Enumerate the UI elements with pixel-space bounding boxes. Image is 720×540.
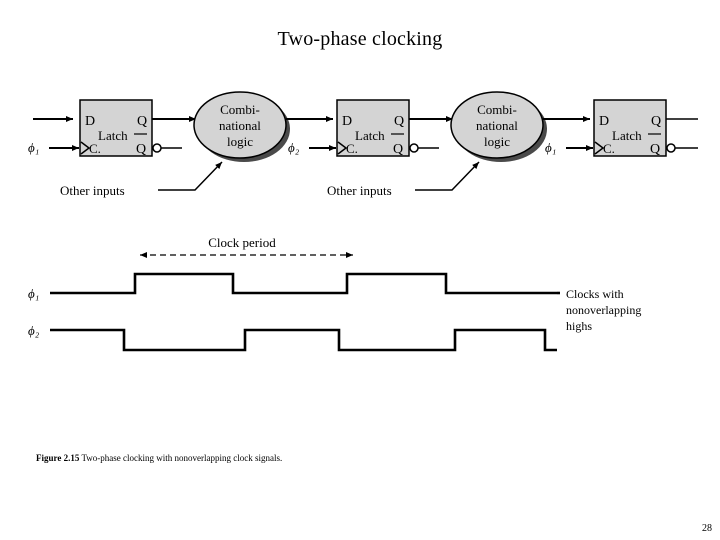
- combinational-logic-2-line3: logic: [484, 134, 510, 149]
- other-inputs-1-leader: [158, 161, 223, 191]
- latch-2-clock-label: C.: [346, 141, 358, 156]
- latch-1-body-label: Latch: [98, 128, 128, 143]
- waveform-phi2-trace: [50, 328, 557, 352]
- page-title: Two-phase clocking: [277, 28, 443, 50]
- latch-1-qbar-bubble: [152, 143, 162, 153]
- latch-2-qbar-label: Q: [393, 142, 403, 157]
- combinational-logic-2-body: [450, 91, 544, 159]
- other-inputs-2: Other inputs: [327, 161, 480, 198]
- waveform-phi2-label: ϕ₂: [28, 323, 40, 338]
- waveform-phi1-trace: [50, 272, 557, 295]
- figure-illustration: D Q Latch C. Q ϕ₁: [0, 80, 720, 370]
- latch-2-q-label: Q: [394, 114, 404, 129]
- latch-3-clock-label: C.: [603, 141, 615, 156]
- timing-side-note-line1: Clocks with: [566, 287, 624, 301]
- combinational-logic-1-line3: logic: [227, 134, 253, 149]
- timing-side-note-line2: nonoverlapping: [566, 303, 641, 317]
- combinational-logic-2-line1: Combi-: [477, 102, 517, 117]
- figure-caption-label: Figure 2.15: [36, 453, 80, 463]
- timing-side-note-line3: highs: [566, 319, 592, 333]
- combinational-logic-1-line1: Combi-: [220, 102, 260, 117]
- latch-1-clock-triangle: [80, 141, 91, 155]
- clock-input-phi2-latch2: ϕ₂: [288, 140, 336, 155]
- latch-3-clock-signal: ϕ₁: [545, 140, 556, 155]
- other-inputs-2-leader: [415, 161, 480, 191]
- clock-period-label: Clock period: [208, 235, 276, 250]
- other-inputs-1: Other inputs: [60, 161, 223, 198]
- page-number: 28: [702, 523, 712, 534]
- latch-3-qbar-label: Q: [650, 142, 660, 157]
- latch-1-clock-signal: ϕ₁: [28, 140, 39, 155]
- latch-2-clock-signal: ϕ₂: [288, 140, 300, 155]
- figure-caption-text: Two-phase clocking with nonoverlapping c…: [81, 453, 283, 463]
- latch-2: D Q Latch C. Q: [336, 99, 439, 157]
- latch-2-clock-triangle: [337, 141, 348, 155]
- other-inputs-2-label: Other inputs: [327, 183, 392, 198]
- latch-1-d-label: D: [85, 114, 95, 129]
- latch-3-q-label: Q: [651, 114, 661, 129]
- timing-side-note: Clocks with nonoverlapping highs: [557, 287, 641, 333]
- combinational-logic-1-body: [193, 91, 287, 159]
- latch-2-qbar-bubble: [409, 143, 419, 153]
- combinational-logic-1: Combi- national logic: [193, 91, 290, 162]
- waveform-phi1-label: ϕ₁: [28, 286, 39, 301]
- combinational-logic-2-line2: national: [476, 118, 518, 133]
- waveform-phi1: ϕ₁: [28, 272, 557, 301]
- latch-2-d-label: D: [342, 114, 352, 129]
- latch-1-qbar-label: Q: [136, 142, 146, 157]
- clock-period-annotation: Clock period: [140, 235, 353, 258]
- latch-2-body-label: Latch: [355, 128, 385, 143]
- latch-3-body-label: Latch: [612, 128, 642, 143]
- latch-3-clock-triangle: [594, 141, 605, 155]
- latch-3-d-label: D: [599, 114, 609, 129]
- latch-1: D Q Latch C. Q: [79, 99, 182, 157]
- waveform-phi2: ϕ₂: [28, 323, 557, 352]
- figure-caption: Figure 2.15 Two-phase clocking with nono…: [36, 452, 676, 464]
- combinational-logic-1-line2: national: [219, 118, 261, 133]
- latch-1-q-label: Q: [137, 114, 147, 129]
- combinational-logic-2: Combi- national logic: [450, 91, 547, 162]
- latch-3: D Q Latch C. Q: [593, 99, 698, 157]
- figure-svg: D Q Latch C. Q ϕ₁: [28, 91, 698, 352]
- other-inputs-1-label: Other inputs: [60, 183, 125, 198]
- clock-input-phi1-latch1: ϕ₁: [28, 140, 79, 155]
- latch-3-qbar-bubble: [666, 143, 676, 153]
- latch-1-clock-label: C.: [89, 141, 101, 156]
- clock-input-phi1-latch3: ϕ₁: [545, 140, 593, 155]
